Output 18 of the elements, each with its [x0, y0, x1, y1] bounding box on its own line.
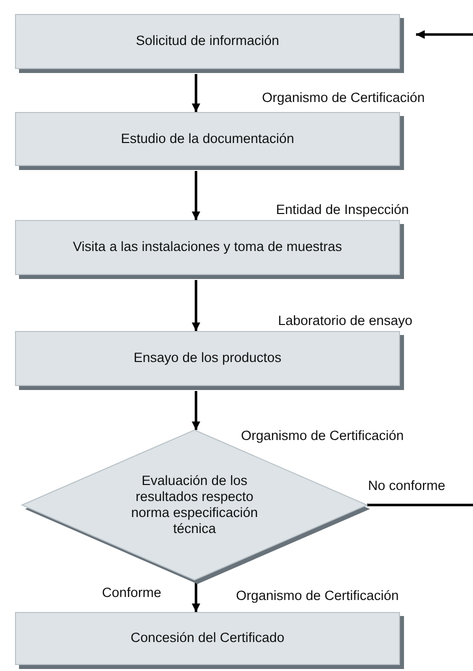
connector-line [367, 504, 473, 506]
step-text: Concesión del Certificado [130, 630, 284, 647]
arrow [192, 391, 200, 430]
arrow [416, 30, 473, 39]
edge-label: No conforme [368, 478, 446, 493]
arrow [192, 74, 200, 112]
arrow [192, 280, 200, 331]
step-text: Solicitud de información [136, 33, 280, 50]
role-label: Organismo de Certificación [236, 588, 399, 603]
step-text: Ensayo de los productos [134, 350, 282, 367]
role-label: Entidad de Inspección [276, 202, 409, 217]
edge-label: Conforme [102, 585, 162, 600]
arrow [192, 171, 200, 220]
step-text: Estudio de la documentación [120, 130, 294, 148]
role-label: Laboratorio de ensayo [278, 313, 412, 328]
role-label: Organismo de Certificación [262, 90, 425, 105]
step-text: Visita a las instalaciones y toma de muestras [72, 239, 342, 256]
arrow [192, 580, 200, 612]
